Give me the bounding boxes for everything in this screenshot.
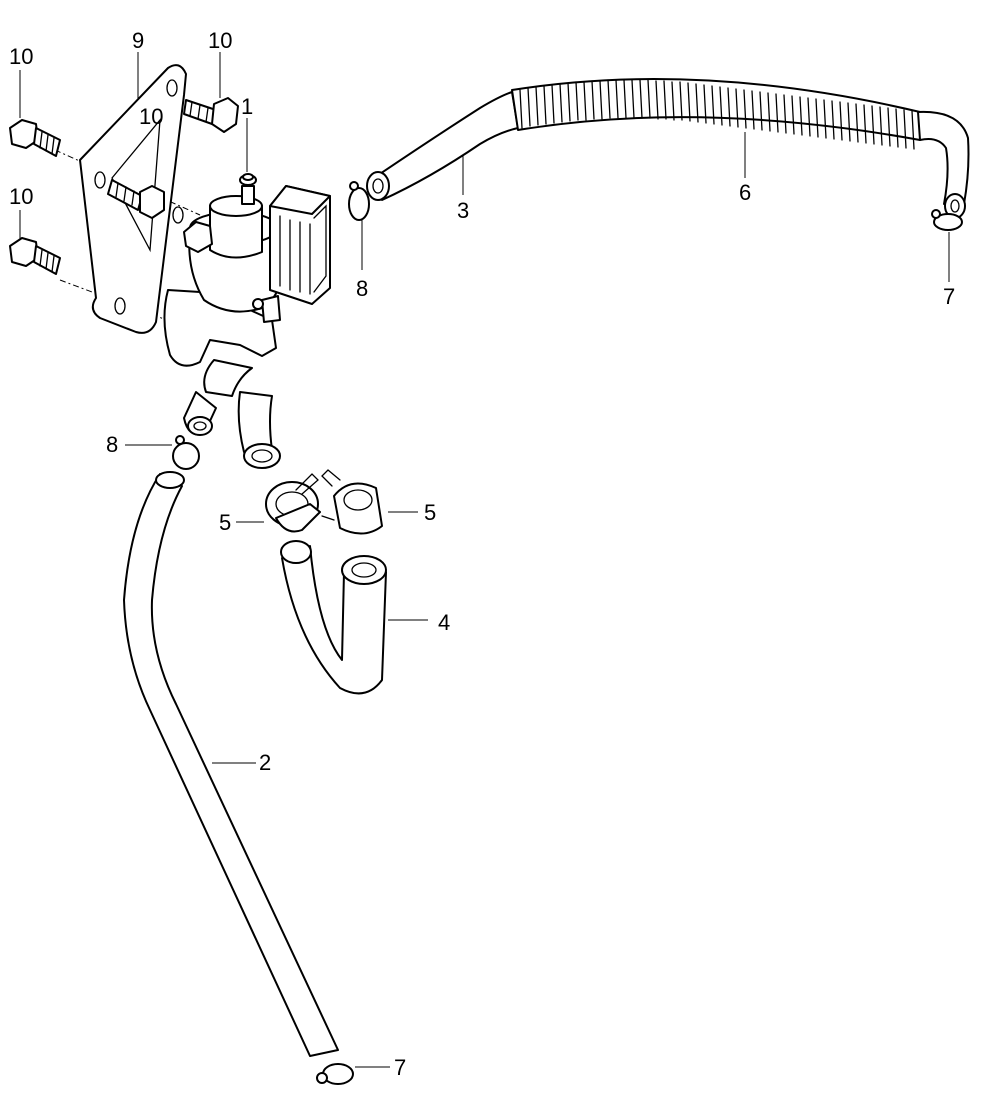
callout-1: 1 — [241, 94, 253, 119]
clip-ring-upper — [348, 181, 370, 221]
bolt-lower-left — [9, 237, 61, 275]
spring-clamp-right — [321, 469, 383, 535]
callout-3: 3 — [457, 198, 469, 223]
elbow-hose — [280, 540, 387, 695]
bolt-center — [107, 179, 165, 219]
bolt-upper-left — [9, 119, 61, 157]
callout-10-b: 10 — [208, 28, 232, 53]
callout-10-a: 10 — [9, 44, 33, 69]
callout-5-right: 5 — [424, 500, 436, 525]
clip-ring-lower — [172, 435, 200, 470]
callout-10-d: 10 — [9, 184, 33, 209]
clip-ring-bottom — [316, 1063, 354, 1085]
callout-4: 4 — [438, 610, 450, 635]
callout-labels: 10 9 10 10 1 10 3 6 8 7 8 5 5 4 2 7 — [9, 28, 955, 1080]
callout-6: 6 — [739, 180, 751, 205]
callout-7-right: 7 — [943, 284, 955, 309]
callout-5-left: 5 — [219, 510, 231, 535]
callout-10-c: 10 — [139, 104, 163, 129]
valve-assembly — [163, 173, 331, 469]
clip-ring-right — [931, 209, 963, 231]
spring-clamp-left — [265, 473, 321, 533]
callout-2: 2 — [259, 750, 271, 775]
bolt-upper-right — [183, 97, 239, 133]
callout-8-upper: 8 — [356, 276, 368, 301]
callout-9: 9 — [132, 28, 144, 53]
upper-hose-assembly — [366, 78, 970, 219]
long-hose — [123, 471, 339, 1057]
callout-7-bottom: 7 — [394, 1055, 406, 1080]
callout-8-lower: 8 — [106, 432, 118, 457]
